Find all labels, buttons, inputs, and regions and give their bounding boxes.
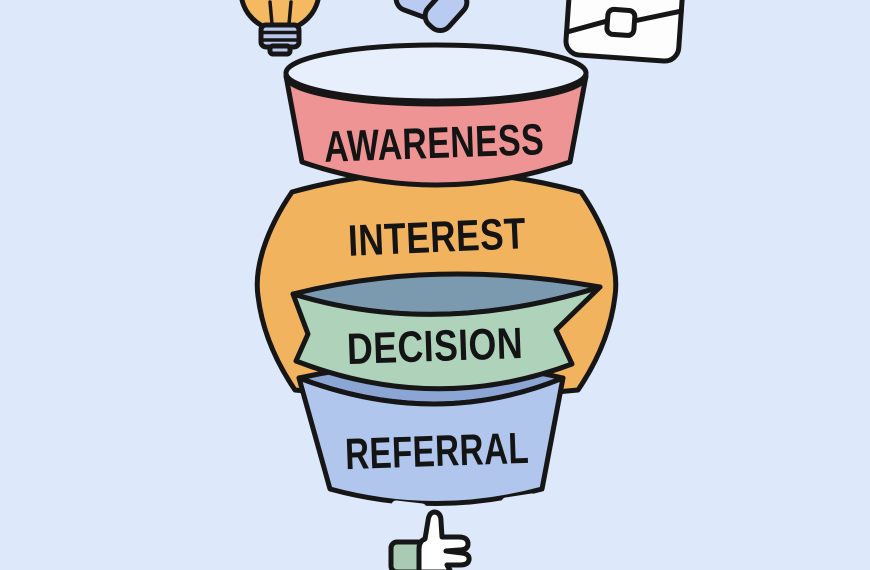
thumbs-up-icon xyxy=(388,509,472,570)
stage-label-decision: DECISION xyxy=(346,319,524,374)
stage-label-awareness: AWARENESS xyxy=(323,115,545,172)
briefcase-flap-line xyxy=(564,18,610,35)
briefcase-clasp xyxy=(604,6,638,38)
awareness-opening xyxy=(283,42,589,104)
sketch-gap xyxy=(501,493,537,507)
lightbulb-nub xyxy=(267,43,293,57)
referral-band xyxy=(296,375,566,506)
stage-label-interest: INTEREST xyxy=(347,209,527,266)
lightbulb-filament-line xyxy=(268,0,274,26)
briefcase-icon xyxy=(563,0,685,64)
magnifier-icon xyxy=(393,0,470,34)
magnifier-handle xyxy=(422,0,470,34)
sketch-gap xyxy=(391,500,427,513)
thumbs-up-hand xyxy=(416,509,472,570)
lightbulb-icon xyxy=(239,0,321,57)
lightbulb-filament-line xyxy=(287,0,293,26)
decision-ribbon-band xyxy=(290,284,603,392)
stage-decision xyxy=(290,271,603,392)
awareness-band xyxy=(283,73,589,188)
stage-label-referral: REFERRAL xyxy=(344,424,530,479)
stage-awareness xyxy=(283,42,589,188)
briefcase-flap-line xyxy=(632,8,684,24)
